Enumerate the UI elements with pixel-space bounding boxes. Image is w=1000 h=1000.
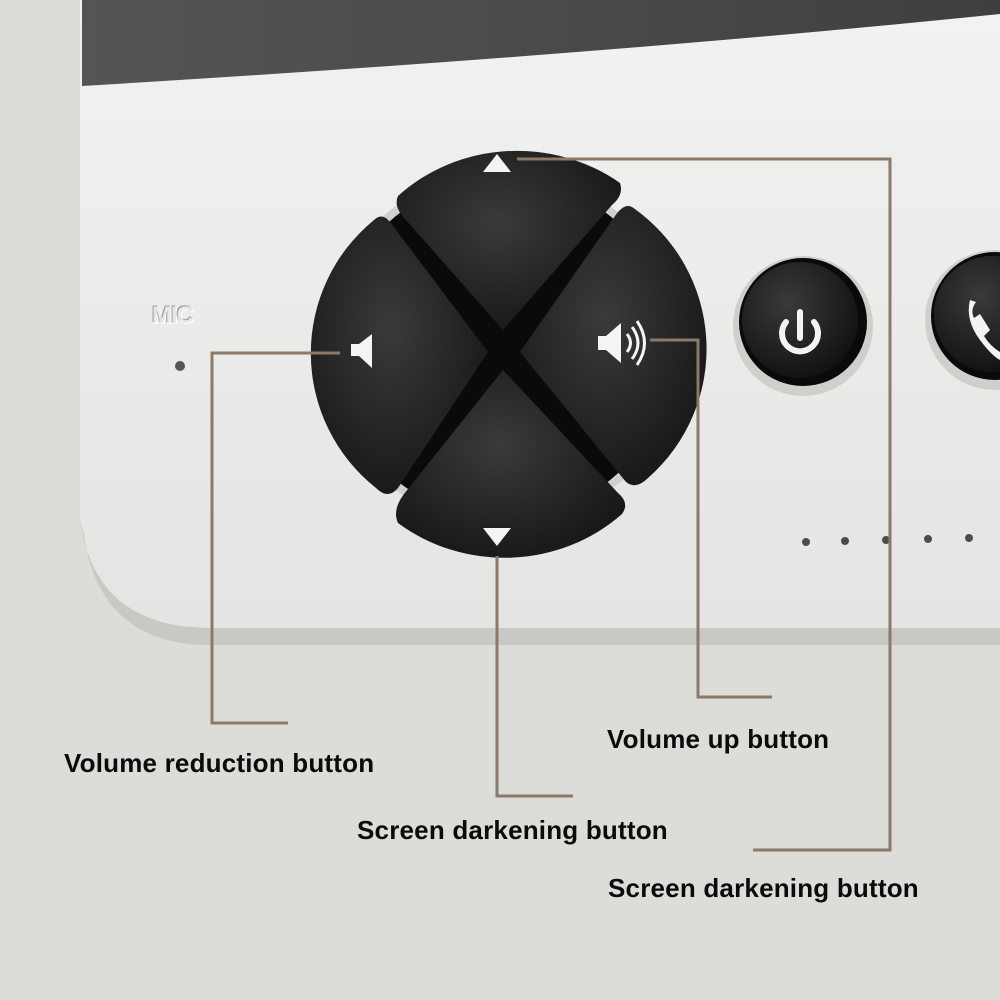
triangle-up-icon: [483, 154, 511, 172]
power-button[interactable]: [733, 256, 873, 396]
volume-reduction-label: Volume reduction button: [64, 748, 375, 778]
leader-screen-darkening-2: [517, 157, 892, 852]
power-icon: [779, 309, 821, 355]
triangle-down-icon: [483, 528, 511, 546]
speaker-high-icon: [598, 320, 646, 366]
phone-icon: [968, 300, 1000, 360]
leader-screen-darkening-1: [495, 556, 573, 798]
speaker-low-icon: [351, 334, 372, 368]
leader-lines: [210, 157, 892, 852]
screen-darkening-label-2: Screen darkening button: [608, 873, 919, 903]
screen-darkening-label-1: Screen darkening button: [357, 815, 668, 845]
leader-volume-up: [650, 338, 772, 699]
screen-darkening-up-button[interactable]: [396, 150, 621, 330]
indicator-dots: [802, 534, 973, 546]
dpad: [310, 150, 707, 558]
volume-reduction-button[interactable]: [310, 216, 488, 494]
screen-darkening-down-button[interactable]: [396, 370, 626, 558]
display-screen: [82, 0, 1000, 86]
mic-label: MIC: [152, 302, 194, 329]
mic-hole: [175, 361, 185, 371]
phone-button[interactable]: [925, 250, 1000, 390]
volume-up-label: Volume up button: [607, 724, 830, 754]
leader-volume-reduction: [210, 351, 340, 725]
